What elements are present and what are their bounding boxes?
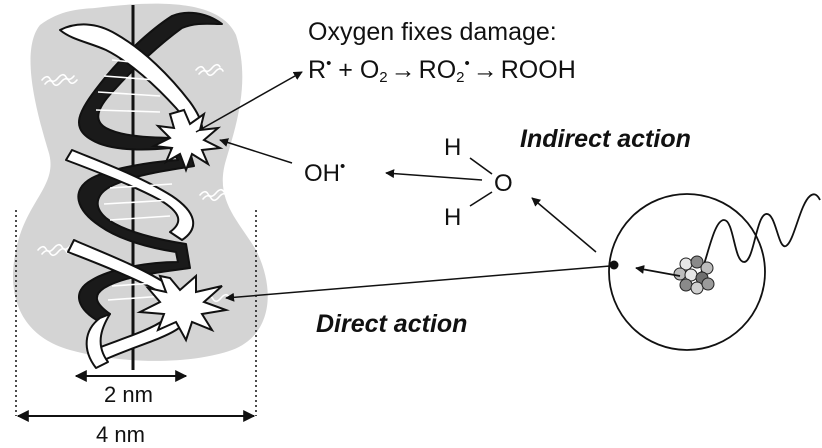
hydroxyl-radical-label: OH• (304, 158, 345, 188)
oh-to-dna-arrow (219, 138, 293, 164)
eq-r: R (308, 56, 327, 84)
oh-text: OH (304, 160, 340, 187)
eq-ro2-sub: 2 (456, 69, 465, 86)
photon-wave (699, 193, 821, 277)
water-to-oh-arrow (385, 169, 483, 181)
indirect-action-label: Indirect action (520, 125, 691, 153)
eq-rooh: ROOH (500, 56, 576, 84)
direct-action-arrow (225, 265, 611, 302)
eq-ro2: RO (418, 56, 457, 84)
water-h-bottom: H (444, 204, 462, 231)
oh-dot: • (340, 158, 346, 175)
eq-ro2-dot: • (464, 55, 470, 72)
water-bond-top (469, 157, 493, 175)
oxygen-fix-arrow (195, 71, 303, 133)
eq-o2: O (359, 56, 380, 84)
water-o: O (494, 170, 513, 197)
damage-burst-upper (150, 108, 224, 173)
direct-action-label: Direct action (316, 310, 468, 338)
electron-to-water-arrow (531, 197, 597, 253)
eq-o2-sub: 2 (379, 69, 388, 86)
oxygen-fix-equation: R• + O2→RO2•→ROOH (308, 50, 576, 92)
eq-plus: + (338, 56, 353, 84)
damage-burst-lower (136, 273, 230, 343)
electron-arrow (635, 265, 681, 277)
ejected-electron (609, 260, 619, 270)
dim-label-4nm: 4 nm (96, 422, 145, 447)
eq-r-dot: • (326, 55, 332, 72)
water-bond-bottom (469, 191, 493, 207)
water-h-top: H (444, 134, 462, 161)
dna-double-helix (59, 11, 223, 369)
dim-label-2nm: 2 nm (104, 382, 153, 407)
atom-circle (608, 193, 766, 351)
eq-arrow-1: → (390, 56, 416, 84)
eq-arrow-2: → (472, 56, 498, 84)
atomic-nucleus (673, 255, 715, 295)
oxygen-fix-title: Oxygen fixes damage: (308, 18, 557, 46)
